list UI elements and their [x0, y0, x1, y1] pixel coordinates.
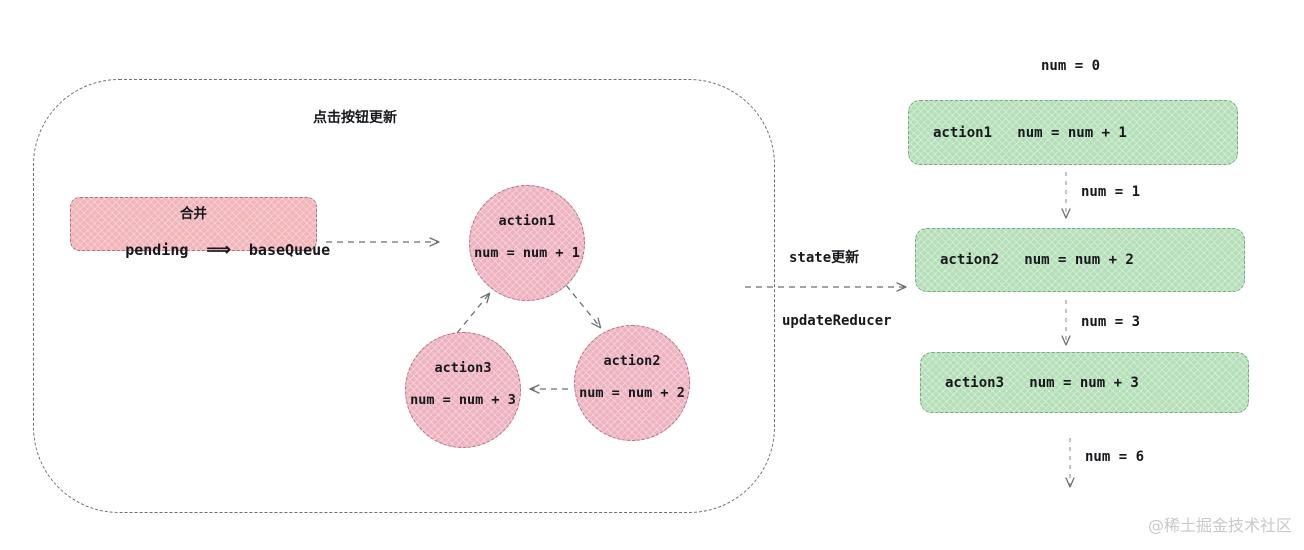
state-value-after-action2: num = 3	[1081, 314, 1141, 330]
circle-action1-expression: num = num + 1	[474, 245, 580, 261]
circle-action2: action2 num = num + 2	[574, 325, 690, 441]
state-value-after-action3: num = 6	[1085, 449, 1145, 465]
queue-item-action3: action3 num = num + 3	[920, 352, 1249, 413]
pending-basequeue-box: 合并 pending ⟹ baseQueue	[70, 197, 330, 260]
click-button-update-label: 点击按钮更新	[313, 110, 397, 126]
queue-item-action2: action2 num = num + 2	[915, 228, 1245, 292]
pending-label: pending	[125, 241, 189, 259]
state-update-label: state更新	[789, 250, 860, 266]
pending-to-basequeue-row: pending ⟹ baseQueue	[71, 222, 330, 278]
queue-item-action3-label: action3 num = num + 3	[945, 374, 1139, 391]
merge-arrow-icon: ⟹	[206, 240, 231, 260]
queue-item-action1: action1 num = num + 1	[908, 100, 1238, 165]
click-button-update-group	[33, 79, 775, 513]
state-value-after-action1: num = 1	[1081, 184, 1141, 200]
watermark: @稀土掘金技术社区	[1148, 516, 1293, 535]
merge-label: 合并	[180, 206, 207, 222]
circle-action3: action3 num = num + 3	[405, 332, 521, 448]
queue-item-action2-label: action2 num = num + 2	[940, 252, 1134, 268]
update-reducer-label: updateReducer	[782, 313, 892, 329]
basequeue-label: baseQueue	[248, 241, 331, 259]
circle-action2-title: action2	[603, 353, 661, 369]
state-value-initial: num = 0	[1041, 58, 1101, 74]
circle-action3-expression: num = num + 3	[410, 392, 516, 408]
circle-action2-expression: num = num + 2	[579, 385, 685, 401]
circle-action3-title: action3	[434, 360, 492, 376]
circle-action1-title: action1	[498, 213, 556, 229]
circle-action1: action1 num = num + 1	[469, 185, 585, 301]
queue-item-action1-label: action1 num = num + 1	[933, 124, 1127, 141]
